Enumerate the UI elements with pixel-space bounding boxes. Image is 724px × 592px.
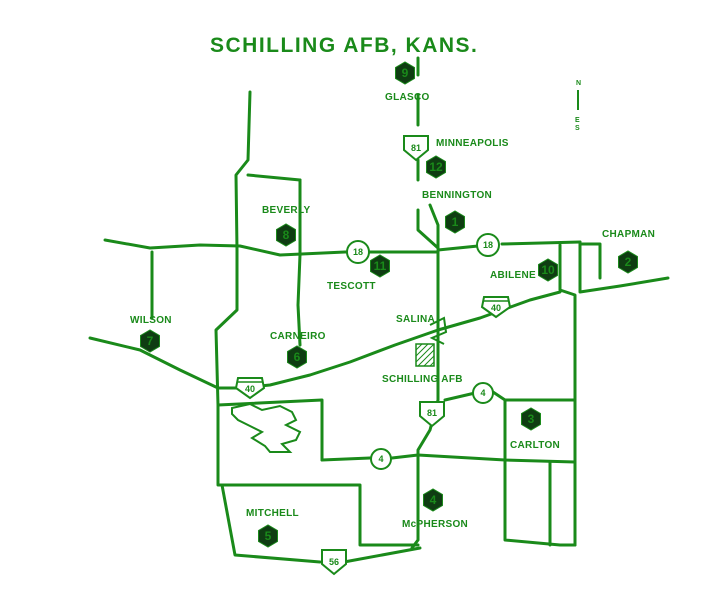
- route-number: 18: [483, 240, 493, 250]
- town-marker-mcpherson: 4: [423, 488, 443, 512]
- route-number: 40: [245, 384, 255, 394]
- hexagon-marker-icon: [538, 258, 558, 282]
- route-number: 40: [491, 303, 501, 313]
- town-label-bennington: BENNINGTON: [422, 190, 492, 201]
- us-route-81-shield-south: 81: [419, 401, 445, 428]
- town-marker-number: 2: [625, 255, 632, 269]
- hexagon-marker-icon: [276, 223, 296, 247]
- route-number: 56: [329, 557, 339, 567]
- hexagon-marker-icon: [370, 254, 390, 278]
- town-marker-carneiro: 6: [287, 345, 307, 369]
- state-route-18-shield-west: 18: [346, 240, 370, 264]
- town-marker-number: 10: [541, 263, 555, 277]
- town-marker-number: 3: [528, 412, 535, 426]
- hexagon-marker-icon: [258, 524, 278, 548]
- town-marker-number: 7: [147, 334, 154, 348]
- north-letter-e: E: [575, 117, 580, 124]
- town-label-minneapolis: MINNEAPOLIS: [436, 138, 509, 149]
- town-label-salina: SALINA: [396, 314, 435, 325]
- north-arrow-icon: N E S: [575, 80, 581, 132]
- schilling-afb-base-icon: [415, 343, 435, 367]
- town-label-mitchell: MITCHELL: [246, 508, 299, 519]
- route-number: 4: [378, 454, 383, 464]
- north-letter-n: N: [576, 80, 581, 87]
- town-marker-mitchell: 5: [258, 524, 278, 548]
- interstate-40-shield-east: 40: [480, 296, 512, 319]
- hexagon-marker-icon: [618, 250, 638, 274]
- north-letter-s: S: [575, 125, 580, 132]
- town-label-carlton: CARLTON: [510, 440, 560, 451]
- town-marker-abilene: 10: [538, 258, 558, 282]
- town-marker-number: 1: [452, 215, 459, 229]
- town-label-carneiro: CARNEIRO: [270, 331, 326, 342]
- hexagon-marker-icon: [521, 407, 541, 431]
- hexagon-marker-icon: [395, 61, 415, 85]
- map-title: SCHILLING AFB, KANS.: [210, 34, 478, 57]
- town-marker-carlton: 3: [521, 407, 541, 431]
- town-marker-bennington: 1: [445, 210, 465, 234]
- town-label-schilling-afb: SCHILLING AFB: [382, 374, 463, 385]
- town-label-wilson: WILSON: [130, 315, 172, 326]
- interstate-40-shield-west: 40: [234, 377, 266, 400]
- town-label-chapman: CHAPMAN: [602, 229, 655, 240]
- hexagon-marker-icon: [423, 488, 443, 512]
- town-label-beverly: BEVERLY: [262, 205, 310, 216]
- town-marker-number: 8: [283, 228, 290, 242]
- hexagon-marker-icon: [426, 155, 446, 179]
- town-label-glasco: GLASCO: [385, 92, 430, 103]
- state-route-18-shield-east: 18: [476, 233, 500, 257]
- us-route-56-shield: 56: [321, 549, 347, 576]
- state-route-4-shield-south: 4: [370, 448, 392, 470]
- us-route-81-shield-north: 81: [403, 135, 429, 162]
- town-marker-number: 5: [265, 529, 272, 543]
- town-label-abilene: ABILENE: [490, 270, 536, 281]
- route-number: 81: [411, 143, 421, 153]
- town-marker-number: 6: [294, 350, 301, 364]
- route-number: 4: [480, 388, 485, 398]
- hexagon-marker-icon: [287, 345, 307, 369]
- town-marker-minneapolis: 12: [426, 155, 446, 179]
- hexagon-marker-icon: [140, 329, 160, 353]
- town-marker-number: 9: [402, 66, 409, 80]
- town-label-mcpherson: McPHERSON: [402, 519, 468, 530]
- town-marker-chapman: 2: [618, 250, 638, 274]
- town-label-tescott: TESCOTT: [327, 281, 376, 292]
- route-number: 18: [353, 247, 363, 257]
- town-marker-wilson: 7: [140, 329, 160, 353]
- town-marker-glasco: 9: [395, 61, 415, 85]
- reservoir-lake: [231, 402, 302, 453]
- route-number: 81: [427, 408, 437, 418]
- town-marker-number: 4: [430, 493, 437, 507]
- town-marker-number: 11: [374, 259, 387, 273]
- town-marker-number: 12: [429, 160, 443, 174]
- road-network: [88, 56, 670, 564]
- salina-city-icon: [429, 316, 448, 345]
- town-marker-tescott: 11: [370, 254, 390, 278]
- state-route-4-shield-east: 4: [472, 382, 494, 404]
- town-marker-beverly: 8: [276, 223, 296, 247]
- hexagon-marker-icon: [445, 210, 465, 234]
